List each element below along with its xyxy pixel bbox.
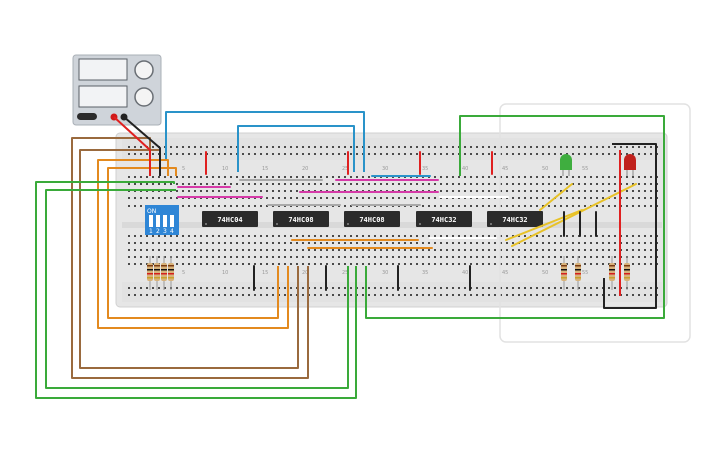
green-led[interactable] (560, 154, 572, 176)
column-label: 55 (582, 270, 588, 276)
column-label: 50 (542, 270, 548, 276)
column-label: 5 (182, 166, 185, 172)
chip-label: 74HC32 (431, 216, 456, 224)
power-black-lead[interactable] (123, 116, 161, 176)
column-label: 15 (262, 270, 268, 276)
resistors[interactable] (147, 256, 630, 290)
dip-toggle-2[interactable] (156, 215, 160, 227)
dip-num-3: 3 (163, 228, 167, 235)
column-label: 5 (182, 270, 185, 276)
chip-label: 74HC08 (288, 216, 313, 224)
chip-label: 74HC04 (217, 216, 242, 224)
top-power-rail (122, 138, 662, 160)
chip-74hc04[interactable]: 74HC04 (202, 211, 258, 227)
resistor[interactable] (154, 256, 160, 290)
bottom-power-rail (122, 282, 662, 302)
resistor[interactable] (609, 256, 615, 290)
dip-toggle-1[interactable] (149, 215, 153, 227)
green-wire[interactable] (35, 181, 357, 399)
power-red-lead[interactable] (113, 116, 151, 176)
column-label: 25 (342, 270, 348, 276)
yellow-wire[interactable] (539, 183, 573, 211)
short-wires[interactable] (177, 151, 637, 291)
dip-switch[interactable]: ON 1 2 3 4 (145, 205, 179, 235)
chip-label: 74HC32 (502, 216, 527, 224)
chip-74hc08-b[interactable]: 74HC08 (344, 211, 400, 227)
current-knob-icon[interactable] (134, 87, 154, 107)
dip-num-4: 4 (170, 228, 174, 235)
blue-wire[interactable] (165, 111, 365, 172)
yellow-wire[interactable] (511, 183, 637, 247)
resistor[interactable] (168, 256, 174, 290)
current-display (78, 85, 128, 108)
dc-power-supply[interactable] (72, 54, 162, 126)
column-label: 10 (222, 270, 228, 276)
column-label: 50 (542, 166, 548, 172)
column-label: 35 (422, 166, 428, 172)
green-wire[interactable] (45, 189, 349, 389)
column-label: 45 (502, 166, 508, 172)
column-label: 55 (582, 166, 588, 172)
chip-74hc32-a[interactable]: 74HC32 (416, 211, 472, 227)
green-wire[interactable] (365, 115, 665, 319)
resistor[interactable] (624, 256, 630, 290)
black-wire[interactable] (603, 143, 657, 309)
resistor[interactable] (161, 256, 167, 290)
column-label: 10 (222, 166, 228, 172)
column-label: 25 (342, 166, 348, 172)
column-label: 45 (502, 270, 508, 276)
yellow-wire[interactable] (505, 209, 583, 241)
chip-74hc32-b[interactable]: 74HC32 (487, 211, 543, 227)
column-label: 20 (302, 270, 308, 276)
voltage-display (78, 58, 128, 81)
column-label: 30 (382, 166, 388, 172)
column-label: 40 (462, 166, 468, 172)
dip-num-1: 1 (149, 228, 153, 235)
orange-wire[interactable] (97, 159, 289, 329)
chip-74hc08-a[interactable]: 74HC08 (273, 211, 329, 227)
dip-switch-on-label: ON (147, 208, 156, 215)
long-wires[interactable] (35, 111, 665, 399)
voltage-knob-icon[interactable] (134, 60, 154, 80)
column-label: 40 (462, 270, 468, 276)
brown-wire[interactable] (71, 137, 309, 379)
chip-label: 74HC08 (359, 216, 384, 224)
resistor[interactable] (147, 256, 153, 290)
column-label: 20 (302, 166, 308, 172)
column-labels: 5510101515202025253030353540404545505055… (182, 166, 588, 276)
power-switch-icon[interactable] (77, 113, 97, 120)
resistor[interactable] (561, 256, 567, 290)
column-label: 15 (262, 166, 268, 172)
resistor[interactable] (575, 256, 581, 290)
dip-num-2: 2 (156, 228, 160, 235)
dip-toggle-4[interactable] (170, 215, 174, 227)
red-led[interactable] (624, 154, 636, 176)
blue-wire[interactable] (237, 125, 355, 172)
dip-toggle-3[interactable] (163, 215, 167, 227)
column-label: 35 (422, 270, 428, 276)
column-label: 30 (382, 270, 388, 276)
orange-wire[interactable] (107, 167, 279, 319)
